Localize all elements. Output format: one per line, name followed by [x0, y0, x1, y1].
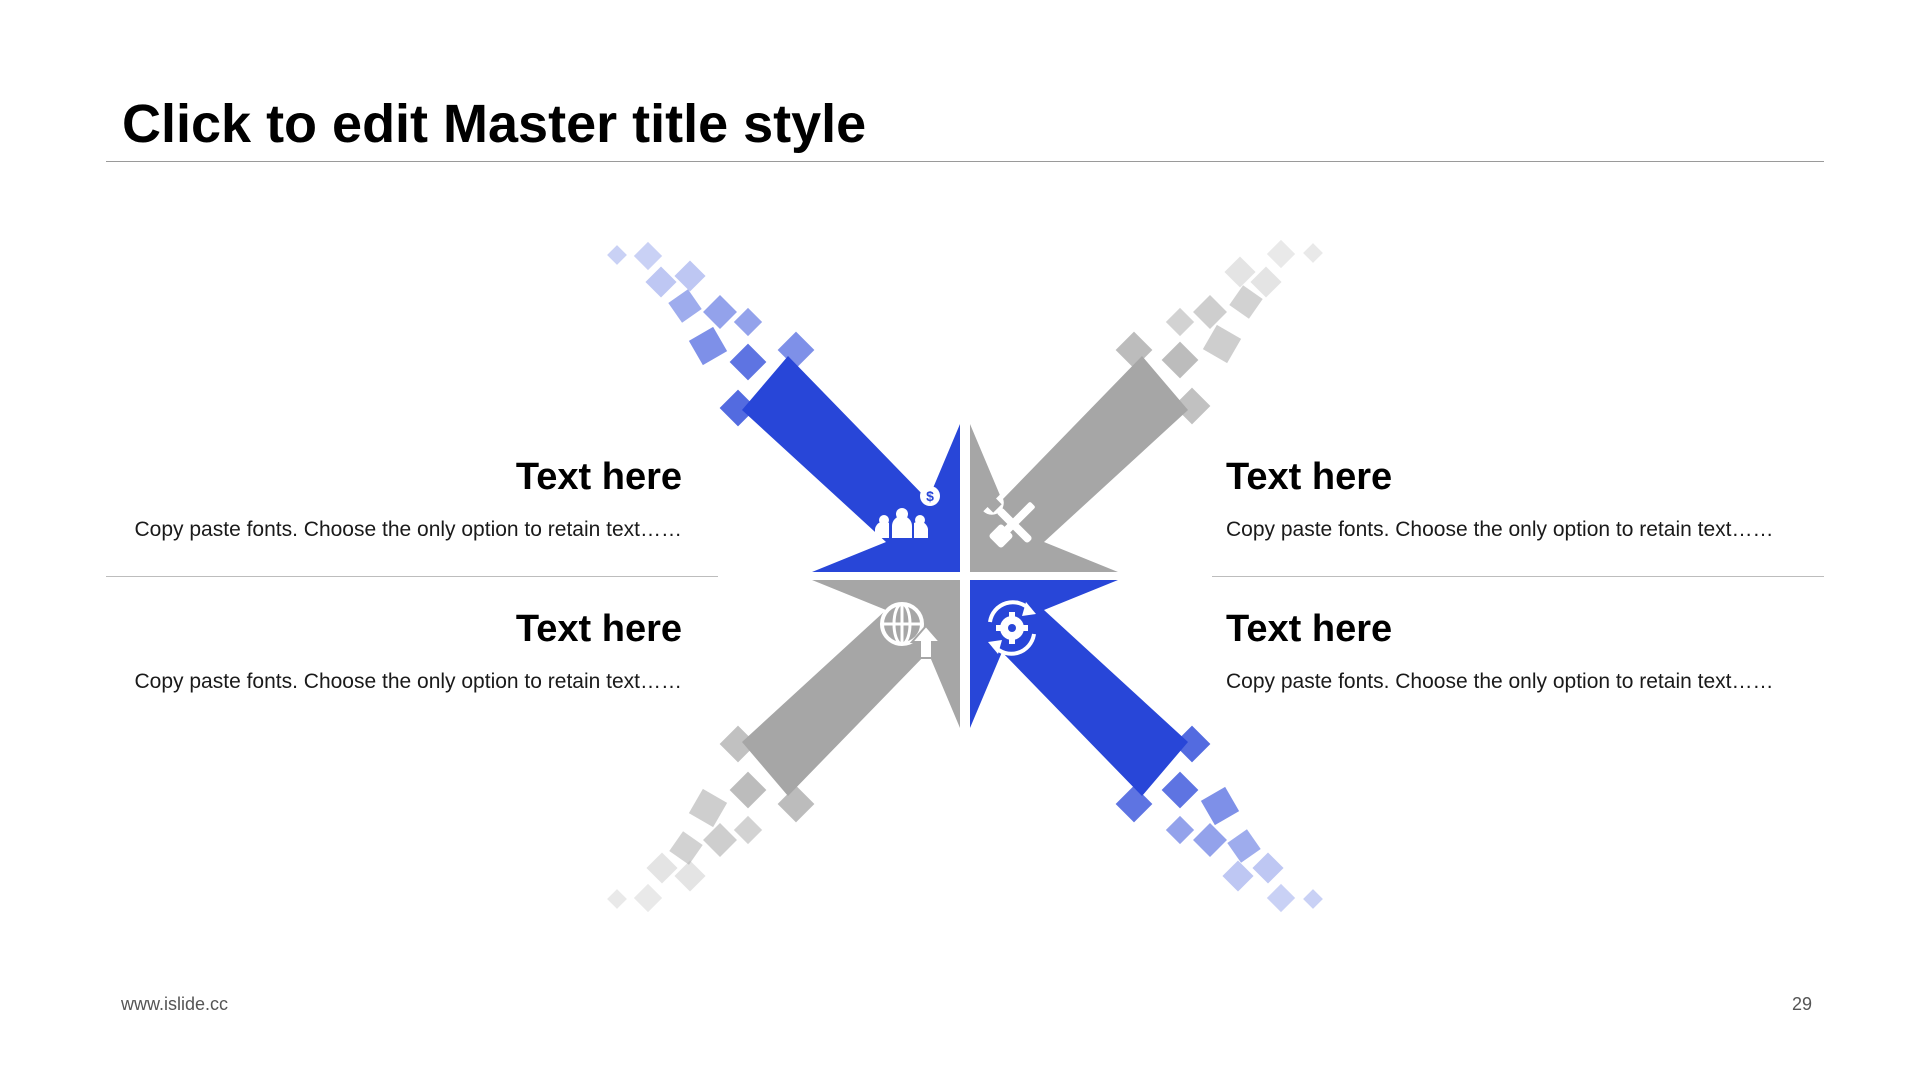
item-body: Copy paste fonts. Choose the only option…: [1226, 518, 1774, 541]
text-block-bottom-right: Text here Copy paste fonts. Choose the o…: [1226, 606, 1786, 696]
item-body: Copy paste fonts. Choose the only option…: [134, 518, 682, 541]
arrow-arm-top-left: [742, 356, 960, 572]
item-body: Copy paste fonts. Choose the only option…: [134, 670, 682, 693]
text-block-bottom-left: Text here Copy paste fonts. Choose the o…: [122, 606, 682, 696]
globe-upload-icon: [880, 602, 943, 659]
arrow-arm-bottom-right: [970, 580, 1188, 796]
item-heading: Text here: [515, 456, 682, 498]
arrow-arm-bottom-left: [742, 580, 960, 796]
section-divider-right: [1212, 576, 1824, 577]
money-team-icon: $: [875, 486, 940, 538]
title-divider: [106, 161, 1824, 162]
item-heading: Text here: [1226, 456, 1393, 498]
item-heading: Text here: [515, 608, 682, 650]
svg-text:$: $: [926, 488, 934, 504]
gear-refresh-icon: [988, 600, 1036, 656]
tools-icon: [983, 494, 1035, 548]
section-divider-left: [106, 576, 718, 577]
slide-title: Click to edit Master title style: [122, 94, 867, 154]
footer-url: www.islide.cc: [121, 994, 229, 1014]
text-block-top-left: Text here Copy paste fonts. Choose the o…: [122, 454, 682, 544]
text-block-top-right: Text here Copy paste fonts. Choose the o…: [1226, 454, 1786, 544]
item-body: Copy paste fonts. Choose the only option…: [1226, 670, 1774, 693]
page-number: 29: [1791, 994, 1812, 1014]
item-heading: Text here: [1226, 608, 1393, 650]
